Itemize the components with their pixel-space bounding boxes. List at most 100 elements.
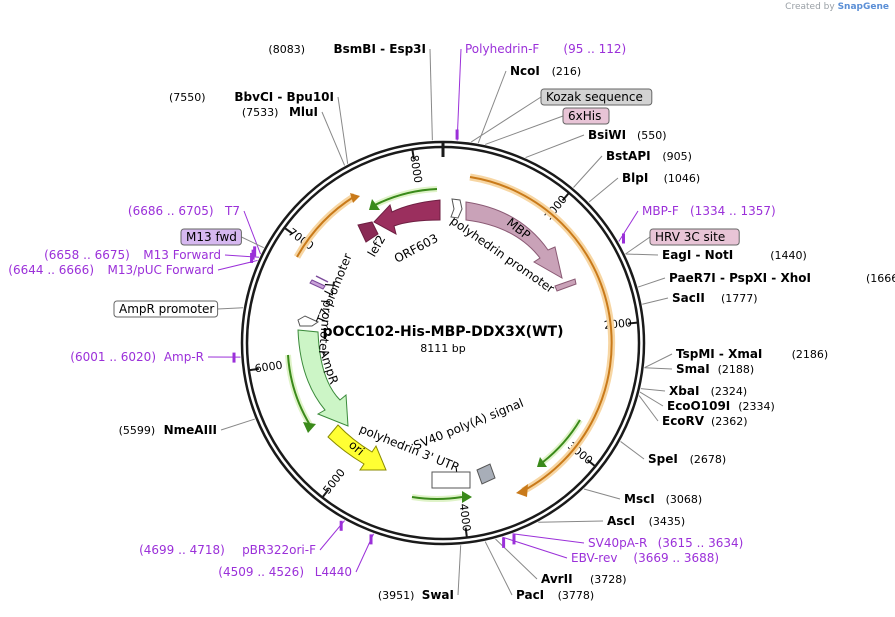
site-name: SwaI [422,588,454,602]
boxed-label-m13fwd[interactable]: M13 fwd [180,228,242,246]
green-arc-right-head [537,457,547,467]
label-text: HRV 3C site [655,230,725,244]
scale-tick [464,527,468,538]
leader-line [456,48,462,141]
site-name: BlpI [622,171,648,185]
leader-line [243,210,262,255]
site-name: TspMI - XmaI [676,347,762,361]
site-ncoi[interactable]: NcoI(216) [510,64,581,78]
primer-marker [502,537,506,548]
leader-lines [207,48,673,596]
site-position: (2324) [711,385,748,398]
green-arc-bottom-line [411,496,463,500]
site-bsmbi[interactable]: BsmBI - Esp3I(8083) [268,42,426,56]
mbp-tail-marker [554,278,577,292]
site-msci[interactable]: MscI(3068) [624,492,702,506]
feature-amp-r[interactable]: Amp-R(6001 .. 6020) [70,350,236,364]
site-smai[interactable]: SmaI(2188) [676,362,754,376]
site-sacii[interactable]: SacII(1777) [672,291,758,305]
scale-tick [283,226,294,235]
site-swai[interactable]: SwaI(3951) [378,588,454,602]
leader-line [484,541,513,596]
polyhedrin-3utr-box [431,471,471,489]
site-eco0109i[interactable]: EcoO109I (2334) [667,399,775,413]
boxed-label-ampr-promoter[interactable]: AmpR promoter [113,300,219,318]
polyhedrin-promoter-box [450,198,463,219]
site-name: EcoO109I [667,399,730,413]
leader-line [525,134,585,159]
site-name: BsiWI [588,128,626,142]
feature-t7[interactable]: T7(6686 .. 6705) [128,204,257,257]
site-position: (905) [662,150,692,163]
boxed-label-kozak[interactable]: Kozak sequence [540,88,653,106]
feature-name: M13/pUC Forward [107,263,214,277]
leader-line [457,545,462,596]
feature-ebv-rev[interactable]: EBV-rev(3669 .. 3688) [502,537,719,565]
site-name: AscI [607,514,635,528]
site-spei[interactable]: SpeI(2678) [648,452,726,466]
leader-line [618,210,639,242]
site-name: SacII [672,291,705,305]
leader-line [429,48,433,141]
lef2-arrow [357,221,379,243]
primer-marker [455,129,459,140]
site-nmeaiii[interactable]: NmeAIII(5599) [119,423,217,437]
restriction-sites: BsmBI - Esp3I(8083)BbvCI - Bpu10I(7550)M… [119,42,895,602]
scale-tick-label: 6000 [254,359,284,376]
green-arc-top-head [369,199,380,210]
snapgene-credit: Created by SnapGene [785,2,889,12]
feature-pbr322ori-f[interactable]: pBR322ori-F (4699 .. 4718) [139,520,343,557]
primer-marker [250,252,254,263]
scale-tick-label: 8000 [407,154,424,184]
site-position: (5599) [119,424,156,437]
site-paci[interactable]: PacI(3778) [516,588,594,602]
leader-line [638,395,659,422]
site-asci[interactable]: AscI(3435) [607,514,685,528]
primer-marker [512,534,516,545]
site-ecorv[interactable]: EcoRV(2362) [662,414,748,428]
feature-range: (4699 .. 4718) [139,543,225,557]
feature-polyhedrin-f[interactable]: Polyhedrin-F(95 .. 112) [455,42,627,140]
scale-tick [561,192,570,202]
feature-m13-forward[interactable]: M13 Forward(6658 .. 6675) [44,248,255,262]
site-position: (3068) [666,493,703,506]
feature-name: EBV-rev [571,551,617,565]
leader-line [477,70,507,144]
boxed-label-6xhis[interactable]: 6xHis [562,107,610,125]
site-position: (2334) [738,400,775,413]
plasmid-name: pOCC102-His-MBP-DDX3X(WT) [323,324,564,340]
leader-line [470,96,542,143]
scale-tick [321,488,330,499]
label-box [180,228,242,246]
site-tspmi[interactable]: TspMI - XmaI(2186) [676,347,828,361]
site-bsiwi[interactable]: BsiWI(550) [588,128,667,142]
leader-line [217,307,244,310]
feature-m13-puc-forward[interactable]: M13/pUC Forward(6644 .. 6666) [8,252,254,277]
leader-line [588,177,619,203]
scale-tick [248,367,259,372]
site-bbvci[interactable]: BbvCI - Bpu10I(7550) [169,90,334,104]
feature-l4440[interactable]: L4440(4509 .. 4526) [218,534,373,579]
feature-name: pBR322ori-F [242,543,316,557]
feature-sv40pa-r[interactable]: SV40pA-R(3615 .. 3634) [512,534,743,550]
site-name: EagI - NotI [662,248,733,262]
feature-name: L4440 [315,565,352,579]
site-eagi[interactable]: EagI - NotI(1440) [662,248,807,262]
label-text: 6xHis [568,109,601,123]
feature-name: MBP-F [642,204,679,218]
scale-tick-label: 5000 [321,466,348,496]
mbp-arrow [465,201,563,279]
boxed-label-hrv3c[interactable]: HRV 3C site [649,228,740,246]
site-mlui[interactable]: MluI(7533) [242,105,318,119]
feature-mbp-f[interactable]: MBP-F (1334 .. 1357) [621,204,776,244]
site-avrii[interactable]: AvrII(3728) [541,572,627,586]
site-blpi[interactable]: BlpI(1046) [622,171,700,185]
plasmid-length: 8111 bp [420,342,465,355]
feature-range: (1334 .. 1357) [690,204,776,218]
leader-line [337,96,349,164]
site-xbai[interactable]: XbaI(2324) [669,384,747,398]
site-bstapi[interactable]: BstAPI(905) [606,149,692,163]
leader-line [321,111,346,166]
site-paer7i[interactable]: PaeR7I - PspXI - XhoI(1666) [669,271,895,285]
leader-line [583,488,621,500]
